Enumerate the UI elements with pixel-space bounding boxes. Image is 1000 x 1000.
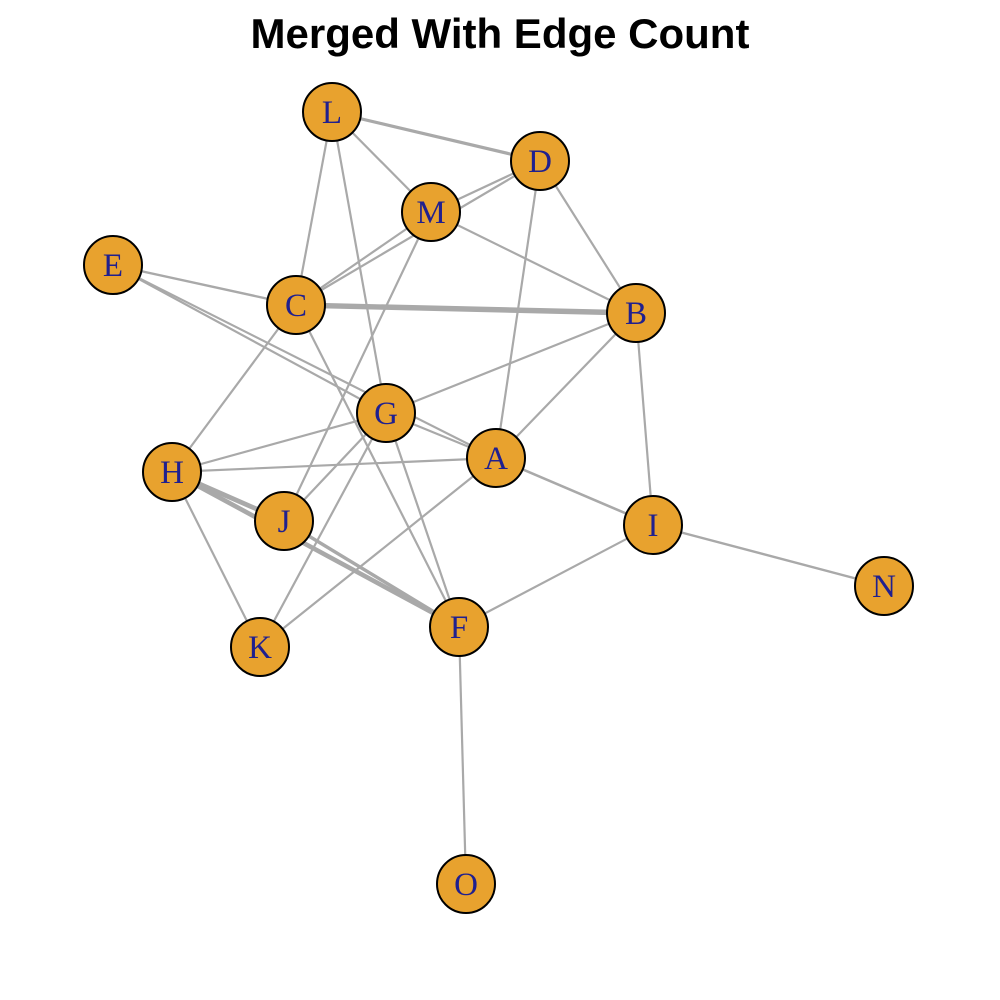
node-G[interactable]: G [356,383,416,443]
edge-B-G [384,311,638,415]
node-circle-D[interactable] [510,131,570,191]
node-I[interactable]: I [623,495,683,555]
node-F[interactable]: F [429,597,489,657]
graph-title: Merged With Edge Count [251,10,750,57]
edge-B-A [494,311,638,460]
node-circle-N[interactable] [854,556,914,616]
node-circle-L[interactable] [302,82,362,142]
edge-B-I [634,311,655,527]
node-circle-G[interactable] [356,383,416,443]
edge-C-B [293,302,639,316]
edge-L-C [294,110,334,307]
node-C[interactable]: C [266,275,326,335]
edges-layer [111,110,886,886]
edge-M-B [429,210,638,315]
node-M[interactable]: M [401,182,461,242]
edge-H-F [169,469,462,630]
node-D[interactable]: D [510,131,570,191]
edge-F-O [457,625,468,886]
edge-J-F [282,519,461,629]
node-B[interactable]: B [606,283,666,343]
node-circle-H[interactable] [142,442,202,502]
node-circle-K[interactable] [230,617,290,677]
edge-L-D [330,110,542,163]
nodes-layer: A B C D E F G H I J K LM N O [83,82,914,914]
edge-G-H [170,411,388,474]
node-circle-O[interactable] [436,854,496,914]
node-A[interactable]: A [466,428,526,488]
node-E[interactable]: E [83,235,143,295]
edge-D-A [494,159,542,460]
node-O[interactable]: O [436,854,496,914]
edge-A-K [258,456,498,649]
node-N[interactable]: N [854,556,914,616]
node-circle-B[interactable] [606,283,666,343]
edge-E-A [111,263,498,460]
edge-F-I [457,523,655,629]
node-circle-M[interactable] [401,182,461,242]
edge-C-F [294,303,461,629]
node-circle-E[interactable] [83,235,143,295]
node-circle-J[interactable] [254,491,314,551]
node-L[interactable]: L [302,82,362,142]
node-circle-F[interactable] [429,597,489,657]
node-circle-I[interactable] [623,495,683,555]
edge-G-K [258,411,388,649]
edge-M-J [282,210,433,523]
node-K[interactable]: K [230,617,290,677]
edge-C-E [111,263,298,307]
node-circle-A[interactable] [466,428,526,488]
node-circle-C[interactable] [266,275,326,335]
edge-I-N [651,523,886,588]
edge-H-K [170,470,262,649]
edge-E-G [111,263,388,415]
edge-C-H [170,303,298,474]
edge-A-H [170,456,498,474]
node-J[interactable]: J [254,491,314,551]
edge-G-F [384,411,461,629]
node-H[interactable]: H [142,442,202,502]
